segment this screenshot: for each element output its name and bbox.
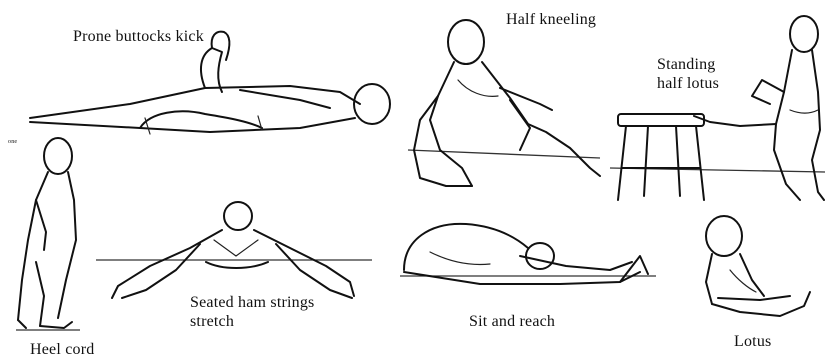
label-lotus: Lotus bbox=[734, 333, 771, 350]
